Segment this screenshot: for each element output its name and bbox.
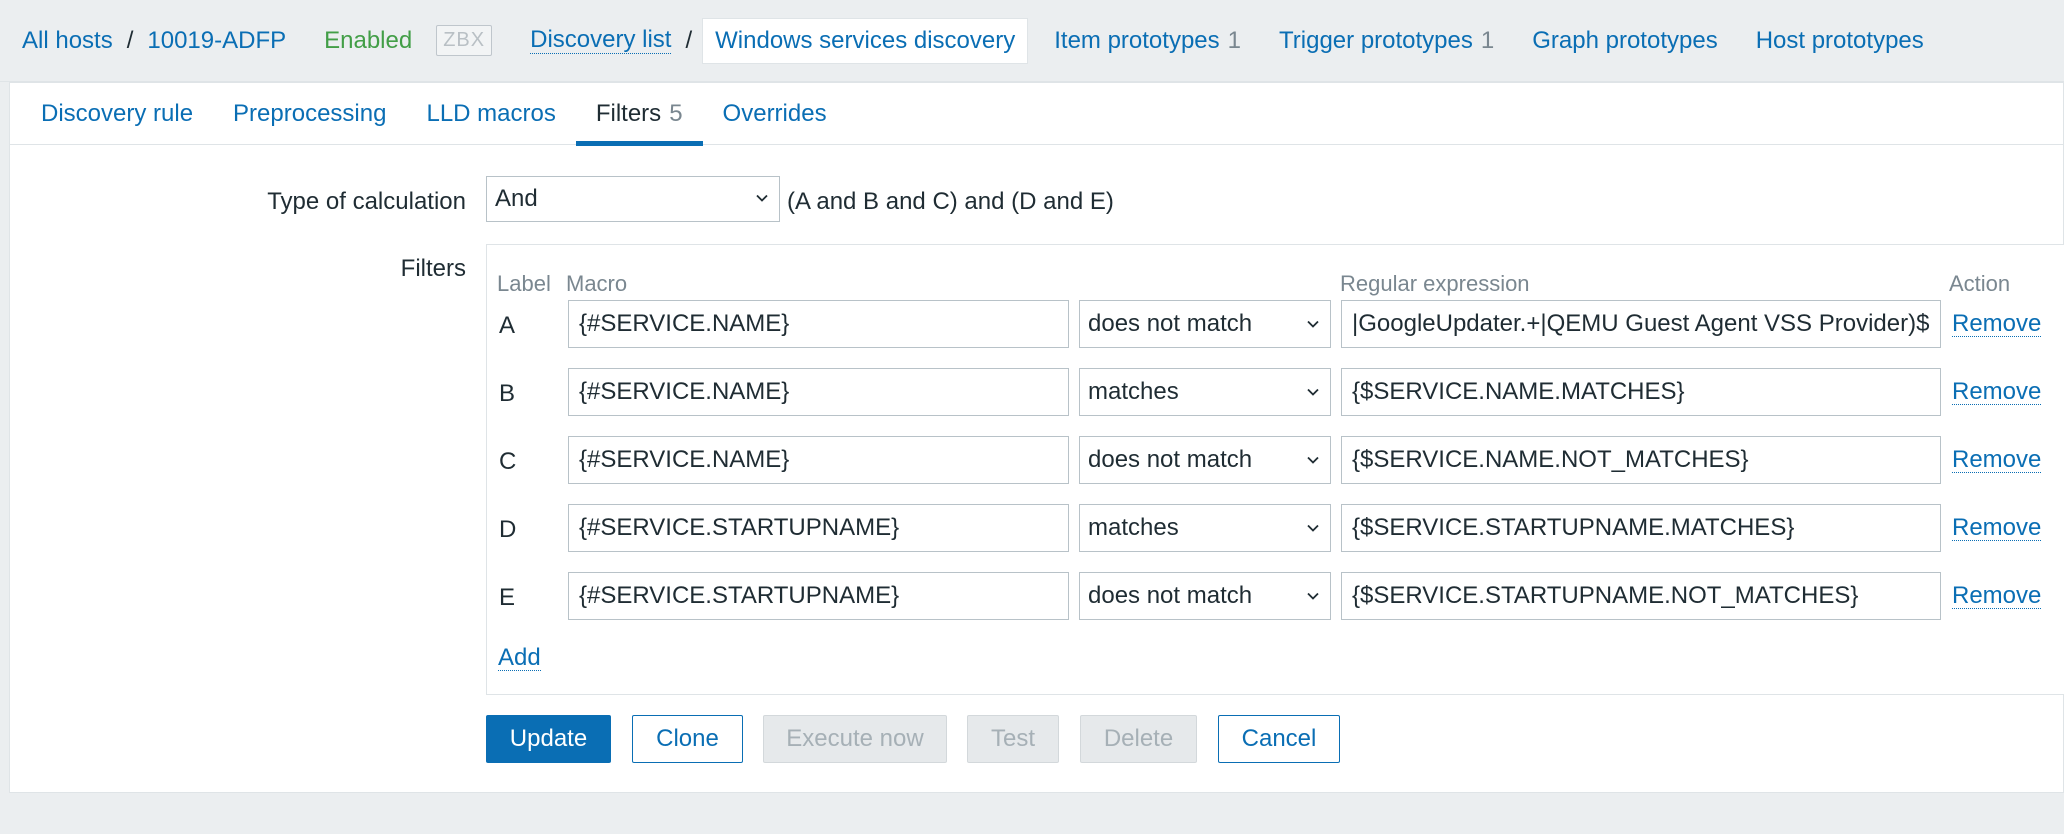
cancel-button[interactable]: Cancel (1218, 715, 1340, 763)
remove-link[interactable]: Remove (1952, 514, 2042, 541)
filter-row-label: E (499, 584, 516, 611)
remove-link[interactable]: Remove (1952, 582, 2042, 609)
macro-input[interactable]: {#SERVICE.STARTUPNAME} (568, 572, 1069, 620)
macro-input[interactable]: {#SERVICE.NAME} (568, 436, 1069, 484)
remove-link[interactable]: Remove (1952, 378, 2042, 405)
operator-select[interactable]: does not match (1079, 300, 1331, 348)
filter-row-label: B (499, 380, 516, 407)
chevron-down-icon (1307, 524, 1319, 532)
operator-select[interactable]: matches (1079, 368, 1331, 416)
tab-strip: Discovery rule Preprocessing LLD macros … (10, 83, 2063, 146)
host-prototypes-link[interactable]: Host prototypes (1755, 26, 1924, 54)
filters-label: Filters (400, 255, 466, 282)
item-prototypes-count: 1 (1227, 26, 1242, 54)
calc-formula: (A and B and C) and (D and E) (787, 188, 1114, 215)
calc-type-label: Type of calculation (267, 188, 466, 215)
chevron-down-icon (1307, 320, 1319, 328)
test-button[interactable]: Test (967, 715, 1059, 763)
calc-type-value: And (495, 185, 538, 212)
breadcrumb-current-rule[interactable]: Windows services discovery (702, 17, 1029, 64)
breadcrumb-all-hosts[interactable]: All hosts (22, 26, 113, 54)
operator-value: matches (1088, 514, 1179, 541)
nav-item-prototypes[interactable]: Item prototypes 1 (1054, 27, 1241, 55)
macro-input[interactable]: {#SERVICE.NAME} (568, 368, 1069, 416)
add-filter-link[interactable]: Add (498, 644, 541, 671)
tab-label: LLD macros (426, 100, 556, 127)
tab-label: Discovery rule (41, 100, 194, 127)
operator-select[interactable]: does not match (1079, 436, 1331, 484)
host-navigation-bar: All hosts / 10019-ADFP Enabled ZBX Disco… (0, 0, 2064, 82)
operator-value: does not match (1088, 582, 1253, 609)
tab-discovery-rule[interactable]: Discovery rule (21, 83, 213, 145)
operator-value: matches (1088, 378, 1179, 405)
macro-input[interactable]: {#SERVICE.STARTUPNAME} (568, 504, 1069, 552)
header-label: Label (497, 271, 551, 296)
header-macro: Macro (566, 271, 628, 296)
trigger-prototypes-link[interactable]: Trigger prototypes (1279, 26, 1473, 54)
operator-value: does not match (1088, 446, 1253, 473)
item-prototypes-link[interactable]: Item prototypes (1054, 26, 1220, 54)
remove-link[interactable]: Remove (1952, 310, 2042, 337)
header-regex: Regular expression (1340, 271, 1530, 296)
tab-label: Filters (595, 100, 662, 127)
breadcrumb-discovery-list[interactable]: Discovery list (530, 26, 672, 54)
chevron-down-icon (1307, 388, 1319, 396)
tab-preprocessing[interactable]: Preprocessing (213, 83, 406, 145)
zbx-availability-badge: ZBX (436, 25, 493, 56)
operator-select[interactable]: does not match (1079, 572, 1331, 620)
delete-button[interactable]: Delete (1080, 715, 1197, 763)
calc-type-select[interactable]: And (486, 176, 780, 222)
update-button[interactable]: Update (486, 715, 611, 763)
nav-host-prototypes[interactable]: Host prototypes (1756, 27, 1924, 55)
chevron-down-icon (756, 194, 768, 202)
chevron-down-icon (1307, 592, 1319, 600)
filters-table: Label Macro Regular expression Action A … (486, 244, 2064, 695)
regex-input[interactable]: {$SERVICE.NAME.MATCHES} (1341, 368, 1941, 416)
nav-trigger-prototypes[interactable]: Trigger prototypes 1 (1279, 27, 1494, 55)
filters-panel: Discovery rule Preprocessing LLD macros … (9, 82, 2064, 793)
tab-label: Overrides (722, 100, 827, 127)
host-status-enabled[interactable]: Enabled (324, 26, 413, 54)
filter-row-label: C (499, 448, 517, 475)
execute-now-button[interactable]: Execute now (763, 715, 947, 763)
trigger-prototypes-count: 1 (1480, 26, 1495, 54)
tab-count: 5 (669, 100, 683, 127)
graph-prototypes-link[interactable]: Graph prototypes (1532, 26, 1718, 54)
remove-link[interactable]: Remove (1952, 446, 2042, 473)
nav-graph-prototypes[interactable]: Graph prototypes (1532, 27, 1717, 55)
breadcrumb-separator: / (126, 26, 134, 54)
macro-input[interactable]: {#SERVICE.NAME} (568, 300, 1069, 348)
chevron-down-icon (1307, 456, 1319, 464)
breadcrumb-host[interactable]: 10019-ADFP (147, 26, 287, 54)
regex-input[interactable]: {$SERVICE.NAME.NOT_MATCHES} (1341, 436, 1941, 484)
breadcrumb-separator-2: / (685, 26, 693, 54)
tab-lld-macros[interactable]: LLD macros (406, 83, 575, 145)
tab-overrides[interactable]: Overrides (703, 83, 847, 145)
operator-value: does not match (1088, 310, 1253, 337)
clone-button[interactable]: Clone (632, 715, 743, 763)
filter-row-label: A (499, 312, 516, 339)
filter-row-label: D (499, 516, 517, 543)
tab-filters[interactable]: Filters 5 (575, 83, 703, 146)
header-action: Action (1949, 271, 2011, 296)
tab-label: Preprocessing (233, 100, 387, 127)
regex-input[interactable]: |GoogleUpdater.+|QEMU Guest Agent VSS Pr… (1341, 300, 1941, 348)
operator-select[interactable]: matches (1079, 504, 1331, 552)
regex-input[interactable]: {$SERVICE.STARTUPNAME.NOT_MATCHES} (1341, 572, 1941, 620)
regex-input[interactable]: {$SERVICE.STARTUPNAME.MATCHES} (1341, 504, 1941, 552)
